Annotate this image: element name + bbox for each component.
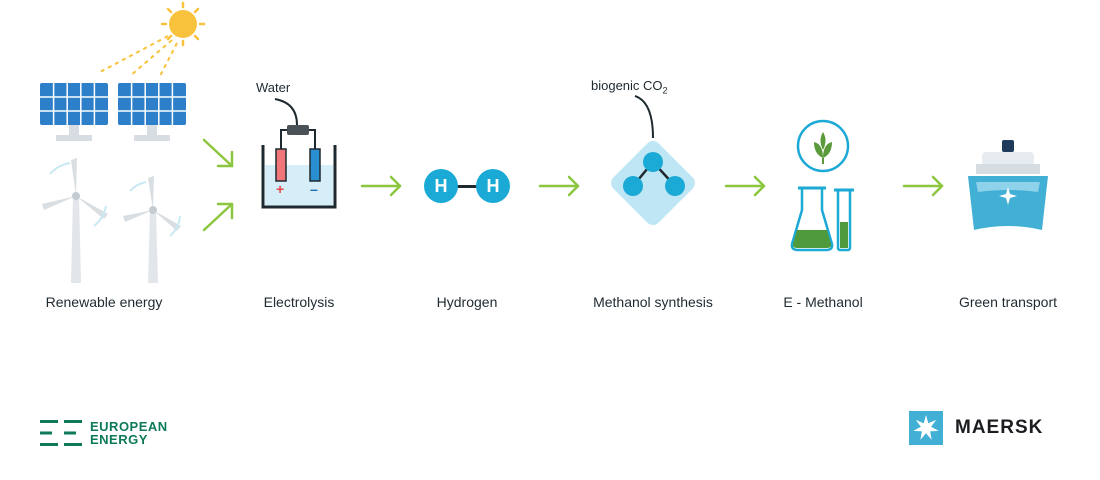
water-label: Water bbox=[256, 80, 291, 95]
sun-icon bbox=[99, 1, 206, 77]
european-energy-logo: EUROPEAN ENERGY bbox=[40, 420, 168, 446]
electrolysis-icon bbox=[261, 98, 337, 209]
plus-sign: + bbox=[276, 181, 285, 197]
arrow-1 bbox=[360, 175, 402, 197]
step-label-e-methanol: E - Methanol bbox=[783, 294, 863, 310]
minus-sign: – bbox=[310, 181, 318, 197]
leaf-icon bbox=[796, 119, 850, 173]
renewable-energy-icon bbox=[40, 1, 206, 283]
maersk-logo: MAERSK bbox=[909, 411, 1043, 445]
converge-arrow-top bbox=[202, 138, 234, 168]
maersk-wordmark: MAERSK bbox=[955, 417, 1044, 438]
european-energy-line1: EUROPEAN bbox=[90, 419, 168, 434]
test-tube-icon bbox=[834, 188, 854, 252]
methanol-synthesis-icon bbox=[611, 95, 695, 225]
arrow-4 bbox=[902, 175, 944, 197]
e-methanol-icon bbox=[790, 119, 854, 252]
european-energy-line2: ENERGY bbox=[90, 432, 148, 447]
maersk-star-icon bbox=[909, 411, 943, 445]
arrow-3 bbox=[724, 175, 766, 197]
wind-turbine-icon bbox=[42, 158, 181, 283]
hydrogen-icon: H H bbox=[424, 169, 510, 203]
hydrogen-atom-right: H bbox=[476, 169, 510, 203]
arrow-2 bbox=[538, 175, 580, 197]
european-energy-mark-icon bbox=[40, 420, 82, 446]
step-label-methanol-synthesis: Methanol synthesis bbox=[593, 294, 713, 310]
step-label-electrolysis: Electrolysis bbox=[263, 294, 335, 310]
step-label-green-transport: Green transport bbox=[958, 294, 1058, 310]
ship-icon bbox=[968, 140, 1048, 230]
biogenic-co2-label: biogenic CO2 bbox=[591, 78, 668, 96]
flask-icon bbox=[790, 186, 834, 252]
step-label-hydrogen: Hydrogen bbox=[436, 294, 498, 310]
step-label-renewable-energy: Renewable energy bbox=[45, 294, 163, 310]
solar-panel-icon bbox=[40, 83, 186, 141]
hydrogen-atom-left: H bbox=[424, 169, 458, 203]
converge-arrow-bottom bbox=[202, 202, 234, 232]
